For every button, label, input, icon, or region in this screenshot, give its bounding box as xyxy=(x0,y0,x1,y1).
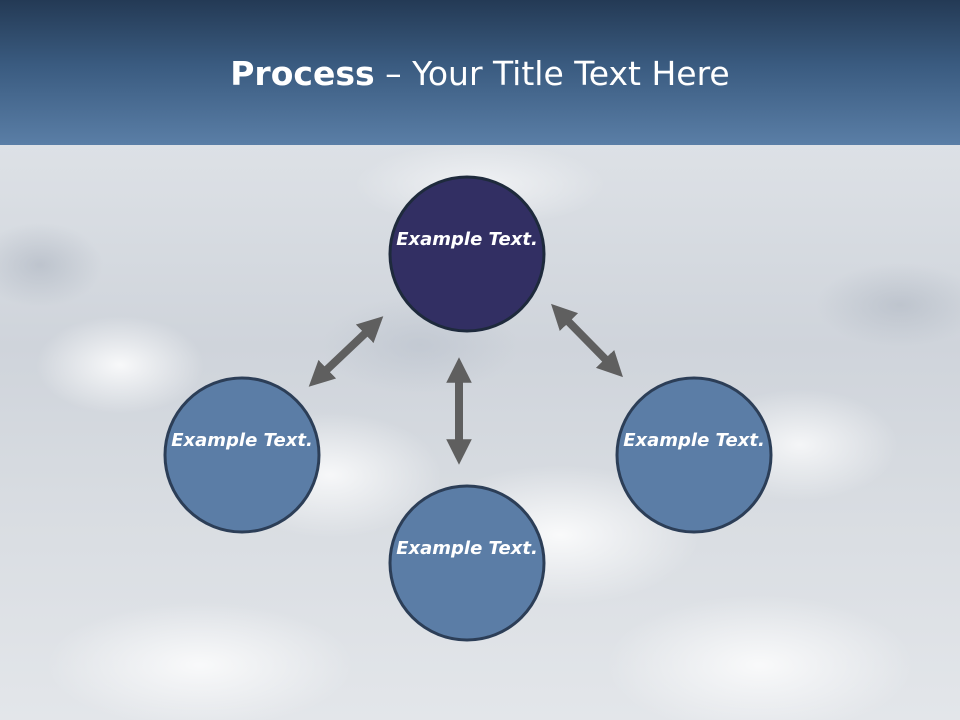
node-right-label: Example Text. xyxy=(623,430,765,451)
double-arrow-top-right xyxy=(551,303,623,378)
node-right-circle xyxy=(615,376,773,534)
double-arrow-top-left xyxy=(308,316,384,387)
node-top-circle xyxy=(388,175,546,333)
slide-title: Process – Your Title Text Here xyxy=(0,52,960,96)
node-bottom-circle xyxy=(388,484,546,642)
title-bold-part: Process xyxy=(230,54,375,93)
node-bottom-label: Example Text. xyxy=(396,538,538,559)
node-top-label: Example Text. xyxy=(396,229,538,250)
node-left-label: Example Text. xyxy=(171,430,313,451)
node-left-circle xyxy=(163,376,321,534)
title-bar xyxy=(0,0,960,145)
title-regular-part: – Your Title Text Here xyxy=(374,54,730,93)
